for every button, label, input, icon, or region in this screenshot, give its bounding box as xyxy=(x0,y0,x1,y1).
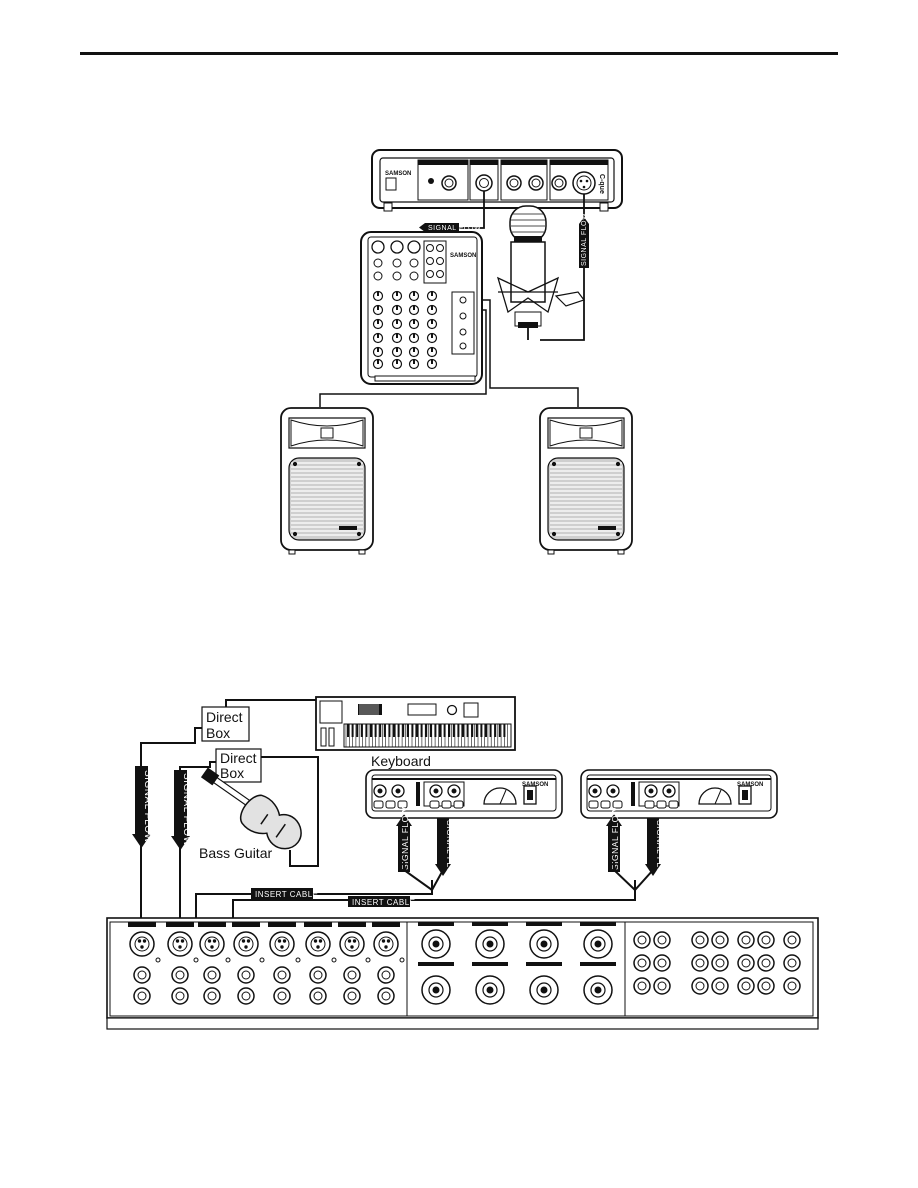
svg-text:SIGNAL FLOW: SIGNAL FLOW xyxy=(655,820,665,883)
compact-mixer: SAMSON xyxy=(360,231,483,385)
mic-cable xyxy=(540,194,585,341)
svg-text:SIGNAL FLOW: SIGNAL FLOW xyxy=(610,807,620,870)
preamp-brand: SAMSON xyxy=(385,171,411,177)
preamp-brand: SAMSON xyxy=(522,782,548,788)
mixer-brand: SAMSON xyxy=(450,253,476,259)
svg-text:SIGNAL FLOW: SIGNAL FLOW xyxy=(445,820,455,883)
signal-flow-tag-1: SIGNAL FLOW xyxy=(132,766,153,848)
svg-text:SIGNAL FLOW: SIGNAL FLOW xyxy=(428,225,481,232)
rack-preamp-2: SAMSON xyxy=(580,769,778,819)
svg-text:SIGNAL FLOW: SIGNAL FLOW xyxy=(181,773,192,847)
svg-text:Box: Box xyxy=(206,725,230,741)
svg-text:SIGNAL FLOW: SIGNAL FLOW xyxy=(142,770,153,844)
studio-microphone xyxy=(496,205,585,340)
rack-preamp-1: SAMSON xyxy=(365,769,563,819)
mixer-knob-grid xyxy=(372,290,467,370)
svg-text:INSERT CABLE: INSERT CABLE xyxy=(352,898,416,907)
insert-cable-1 xyxy=(195,880,433,935)
bottom-hookup-diagram: Keyboard Direct Box Direct Box SIGNAL FL… xyxy=(106,696,819,1030)
keyboard xyxy=(315,696,516,751)
svg-text:Direct: Direct xyxy=(220,750,257,766)
signal-flow-tag-vertical: SIGNAL FLOW xyxy=(579,213,589,268)
speaker-cable-right xyxy=(482,299,579,407)
svg-text:SIGNAL FLOW: SIGNAL FLOW xyxy=(581,213,588,266)
keyboard-keys xyxy=(345,704,509,747)
svg-text:INSERT CABLE: INSERT CABLE xyxy=(255,890,319,899)
direct-box-2: Direct Box xyxy=(215,748,262,783)
speaker-left xyxy=(280,407,374,555)
preamp-model: C-que xyxy=(598,174,605,194)
direct-box-1: Direct Box xyxy=(201,706,250,742)
svg-text:Direct: Direct xyxy=(206,709,243,725)
speaker-right xyxy=(539,407,633,555)
keyboard-label: Keyboard xyxy=(371,753,431,769)
preamp-signal-flow-tags: SIGNAL FLOW SIGNAL FLOW SIGNAL FLOW SIGNAL … xyxy=(396,807,665,891)
speaker-cable-left xyxy=(319,309,487,407)
svg-text:SIGNAL FLOW: SIGNAL FLOW xyxy=(400,807,410,870)
signal-flow-tag-horizontal: SIGNAL FLOW xyxy=(419,223,481,232)
preamp-brand: SAMSON xyxy=(737,782,763,788)
svg-text:Box: Box xyxy=(220,765,244,781)
header-rule xyxy=(80,52,838,55)
signal-flow-tag-2: SIGNAL FLOW xyxy=(171,770,192,850)
output-cable xyxy=(454,191,485,229)
bass-guitar-label: Bass Guitar xyxy=(199,845,272,861)
top-hookup-diagram: SAMSON C-que SIGNAL FLOW xyxy=(280,149,633,555)
insert-cable-tag-2: INSERT CABLE xyxy=(348,896,416,907)
bass-guitar xyxy=(200,767,302,850)
insert-cable-tag-1: INSERT CABLE xyxy=(251,888,319,899)
rack-preamp: SAMSON C-que xyxy=(371,149,623,212)
mixer-rear-panel xyxy=(106,917,819,1030)
